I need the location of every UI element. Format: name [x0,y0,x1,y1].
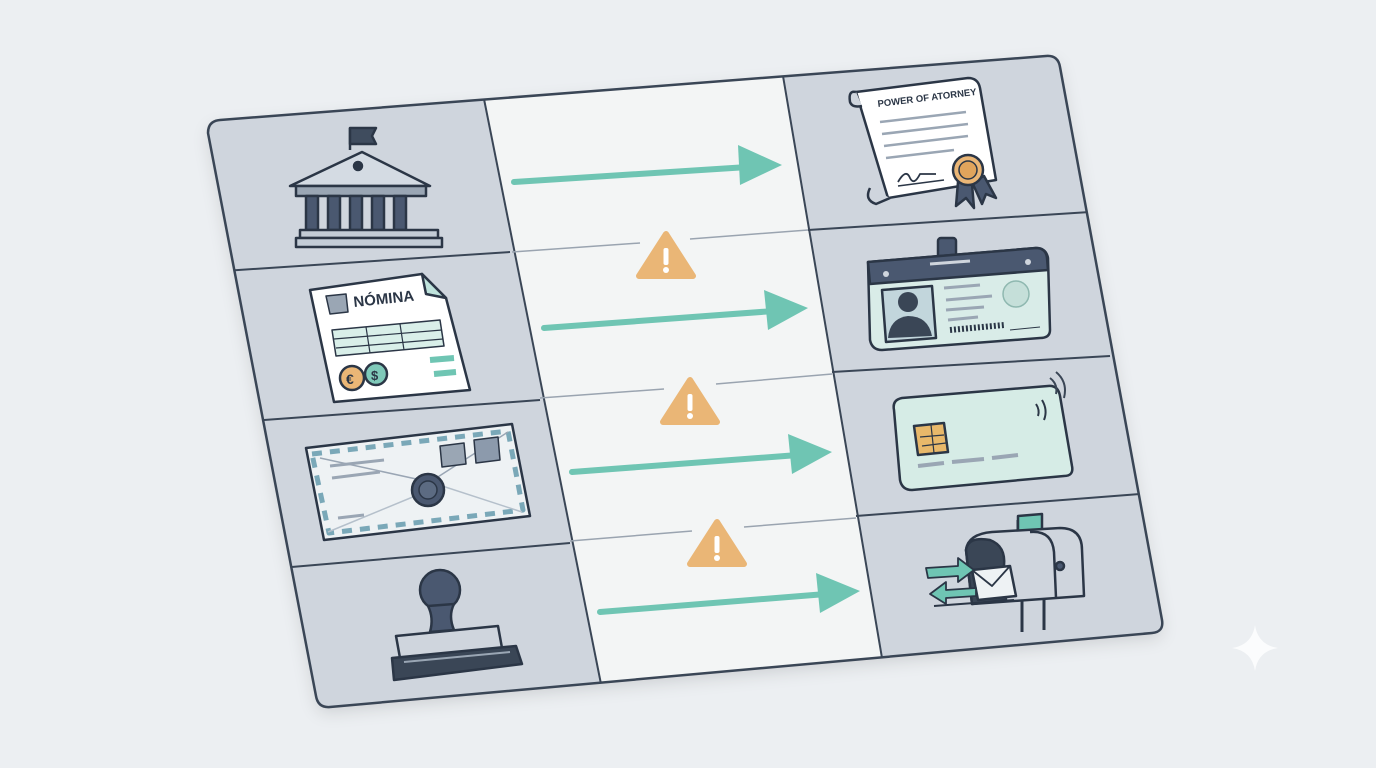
comparison-panel [206,54,1164,709]
bank-building-icon [288,126,444,249]
middle-column [484,76,882,684]
warning-icon [660,377,720,425]
mailbox-icon [925,512,1086,632]
rubber-stamp-icon [390,568,524,682]
smart-card-icon [892,371,1074,492]
arrow-row-1 [511,145,782,185]
power-of-attorney-document-icon: POWER OF ATORNEY [848,76,998,210]
warning-icon [636,231,696,279]
sparkle-icon [1232,625,1278,671]
warning-icon [687,519,747,567]
dollar-coin-symbol: $ [371,368,379,383]
euro-coin-symbol: € [346,371,354,387]
envelope-icon [304,422,532,542]
payslip-document-icon: NÓMINA € $ [308,272,472,404]
id-badge-icon [866,236,1052,352]
arrow-row-3 [569,434,832,475]
arrow-row-4 [597,573,860,615]
arrow-row-2 [541,290,808,331]
